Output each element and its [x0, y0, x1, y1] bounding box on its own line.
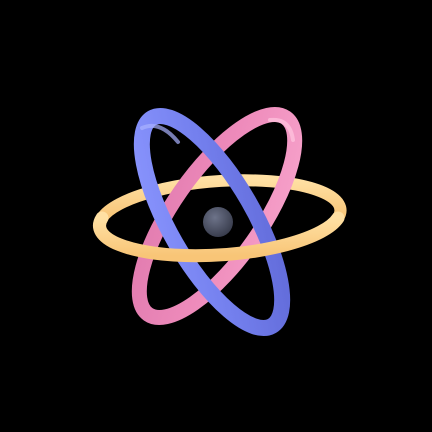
blue-orbit-highlight	[140, 123, 180, 144]
blue-orbit	[133, 107, 291, 337]
nucleus-sphere	[203, 207, 233, 237]
pink-orbit-highlight	[268, 117, 295, 142]
pink-orbit	[131, 107, 303, 325]
yellow-orbit-front	[93, 211, 345, 263]
